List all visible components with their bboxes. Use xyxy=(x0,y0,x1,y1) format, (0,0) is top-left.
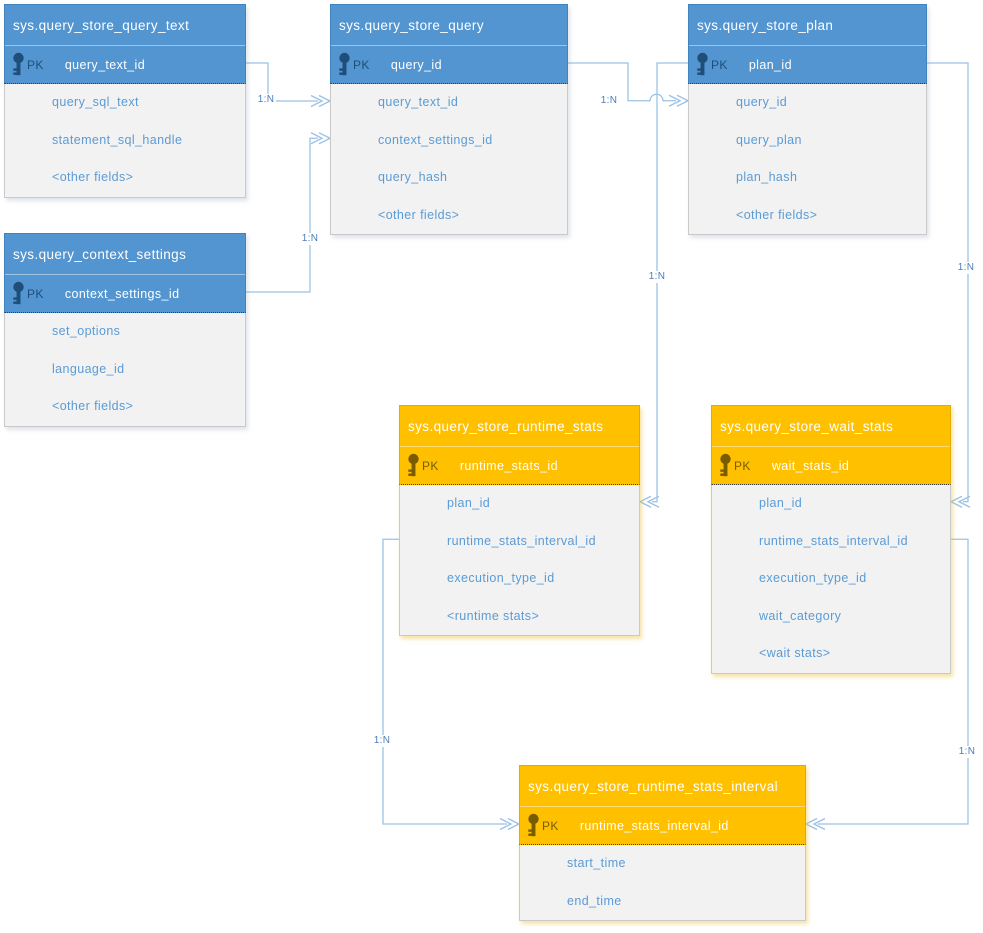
entity-table-query-store-runtime-stats-interval: sys.query_store_runtime_stats_interval P… xyxy=(519,765,806,921)
primary-key-icon xyxy=(527,813,541,839)
table-title: sys.query_store_plan xyxy=(689,5,926,46)
field-row: <other fields> xyxy=(378,207,460,222)
pk-field-name: query_text_id xyxy=(64,57,146,72)
pk-tag: PK xyxy=(711,57,728,72)
entity-table-query-store-wait-stats: sys.query_store_wait_stats PK wait_stats… xyxy=(711,405,951,674)
cardinality-label: 1:N xyxy=(299,233,321,245)
table-title: sys.query_context_settings xyxy=(5,234,245,275)
entity-table-query-store-query: sys.query_store_query PK query_id query_… xyxy=(330,4,568,235)
primary-key-icon xyxy=(407,453,421,479)
field-row: context_settings_id xyxy=(378,132,493,147)
cardinality-label: 1:N xyxy=(255,94,277,106)
field-row: plan_hash xyxy=(736,170,798,184)
primary-key-icon xyxy=(338,52,352,78)
field-row: <other fields> xyxy=(52,170,134,184)
field-row: start_time xyxy=(567,856,626,870)
connector-waitstats-interval xyxy=(818,538,969,825)
entity-table-query-store-plan: sys.query_store_plan PK plan_id query_id… xyxy=(688,4,927,235)
connector-contextsettings-query xyxy=(246,137,318,293)
field-row: wait_category xyxy=(759,608,842,623)
pk-field-name: query_id xyxy=(390,57,442,72)
field-row: statement_sql_handle xyxy=(52,132,183,147)
cardinality-label: 1:N xyxy=(598,95,620,107)
cardinality-label: 1:N xyxy=(955,262,977,274)
cardinality-label: 1:N xyxy=(956,746,978,758)
pk-field-name: context_settings_id xyxy=(64,286,180,301)
pk-row: PK runtime_stats_id xyxy=(400,447,639,484)
pk-tag: PK xyxy=(27,286,44,301)
primary-key-icon xyxy=(719,453,733,479)
table-title: sys.query_store_runtime_stats xyxy=(400,406,639,447)
field-row: <other fields> xyxy=(736,207,818,222)
entity-table-query-store-query-text: sys.query_store_query_text PK query_text… xyxy=(4,4,246,198)
field-row: query_plan xyxy=(736,132,802,147)
field-row: query_text_id xyxy=(378,95,459,109)
field-row: <other fields> xyxy=(52,399,134,413)
pk-row: PK query_id xyxy=(331,46,567,83)
pk-tag: PK xyxy=(353,57,370,72)
field-row: language_id xyxy=(52,361,125,376)
field-row: <runtime stats> xyxy=(447,608,540,623)
connector-query-plan xyxy=(568,62,676,102)
field-row: <wait stats> xyxy=(759,646,831,660)
field-row: set_options xyxy=(52,324,121,338)
entity-table-query-context-settings: sys.query_context_settings PK context_se… xyxy=(4,233,246,427)
table-title: sys.query_store_runtime_stats_interval xyxy=(520,766,805,807)
pk-tag: PK xyxy=(422,458,439,473)
connector-runtimestats-interval xyxy=(382,538,507,825)
pk-tag: PK xyxy=(27,57,44,72)
pk-tag: PK xyxy=(542,818,559,833)
cardinality-label: 1:N xyxy=(646,271,668,283)
field-row: query_id xyxy=(736,95,788,109)
primary-key-icon xyxy=(12,52,26,78)
pk-row: PK plan_id xyxy=(689,46,926,83)
pk-row: PK context_settings_id xyxy=(5,275,245,312)
table-title: sys.query_store_query_text xyxy=(5,5,245,46)
field-row: plan_id xyxy=(447,496,491,510)
pk-row: PK runtime_stats_interval_id xyxy=(520,807,805,844)
field-row: execution_type_id xyxy=(759,571,867,585)
connector-plan-waitstats xyxy=(927,62,969,503)
connector-querytext-query xyxy=(246,62,318,102)
pk-field-name: wait_stats_id xyxy=(771,458,850,473)
pk-field-name: runtime_stats_id xyxy=(459,458,558,473)
field-row: runtime_stats_interval_id xyxy=(759,533,908,548)
field-row: plan_id xyxy=(759,496,803,510)
pk-row: PK wait_stats_id xyxy=(712,447,950,484)
entity-table-query-store-runtime-stats: sys.query_store_runtime_stats PK runtime… xyxy=(399,405,640,636)
field-row: end_time xyxy=(567,893,622,908)
field-row: query_sql_text xyxy=(52,95,139,109)
field-row: execution_type_id xyxy=(447,571,555,585)
table-title: sys.query_store_query xyxy=(331,5,567,46)
cardinality-label: 1:N xyxy=(371,735,393,747)
primary-key-icon xyxy=(12,281,26,307)
primary-key-icon xyxy=(696,52,710,78)
pk-tag: PK xyxy=(734,458,751,473)
field-row: runtime_stats_interval_id xyxy=(447,533,596,548)
pk-row: PK query_text_id xyxy=(5,46,245,83)
pk-field-name: plan_id xyxy=(748,57,792,72)
field-row: query_hash xyxy=(378,170,448,184)
pk-field-name: runtime_stats_interval_id xyxy=(579,818,729,833)
table-title: sys.query_store_wait_stats xyxy=(712,406,950,447)
